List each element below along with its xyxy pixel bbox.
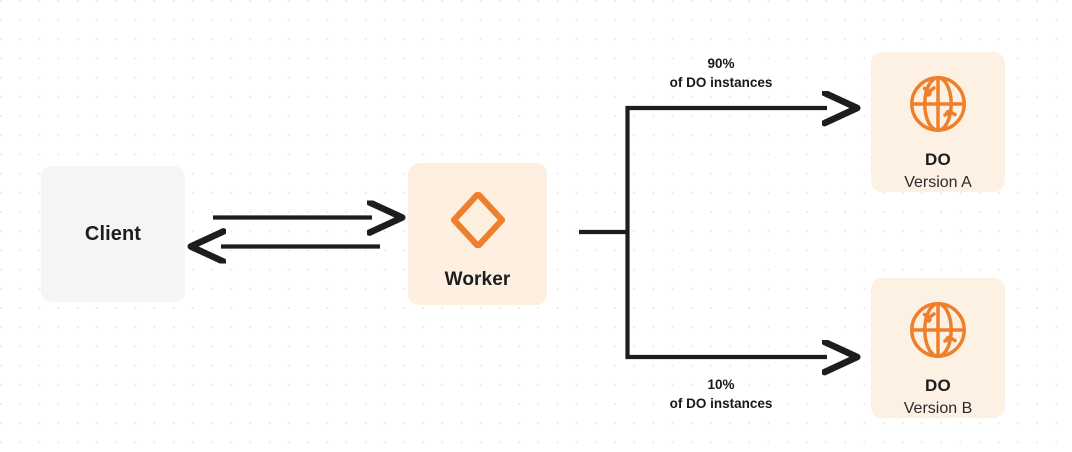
node-do-a-title: DO xyxy=(925,150,951,169)
edge-label-10-percent-value: 10% xyxy=(707,377,735,392)
globe-icon xyxy=(907,299,969,361)
node-do-b-title: DO xyxy=(925,376,951,395)
edge-label-10-percent: 10% of DO instances xyxy=(636,375,806,413)
edge-label-90-percent: 90% of DO instances xyxy=(636,54,806,92)
node-do-version-b: DO Version B xyxy=(871,278,1005,418)
edge-label-10-percent-text: of DO instances xyxy=(669,396,773,412)
node-client-title: Client xyxy=(84,222,142,245)
cloudflare-workers-icon xyxy=(447,191,509,249)
node-client: Client xyxy=(41,166,185,302)
node-do-b-subtitle: Version B xyxy=(903,400,973,417)
node-do-version-a: DO Version A xyxy=(871,52,1005,192)
edge-label-90-percent-value: 90% xyxy=(707,56,735,71)
node-worker-title: Worker xyxy=(444,269,511,290)
node-do-a-subtitle: Version A xyxy=(904,174,972,191)
globe-icon xyxy=(907,73,969,135)
edge-label-90-percent-text: of DO instances xyxy=(669,75,773,91)
node-worker: Worker xyxy=(408,163,547,305)
